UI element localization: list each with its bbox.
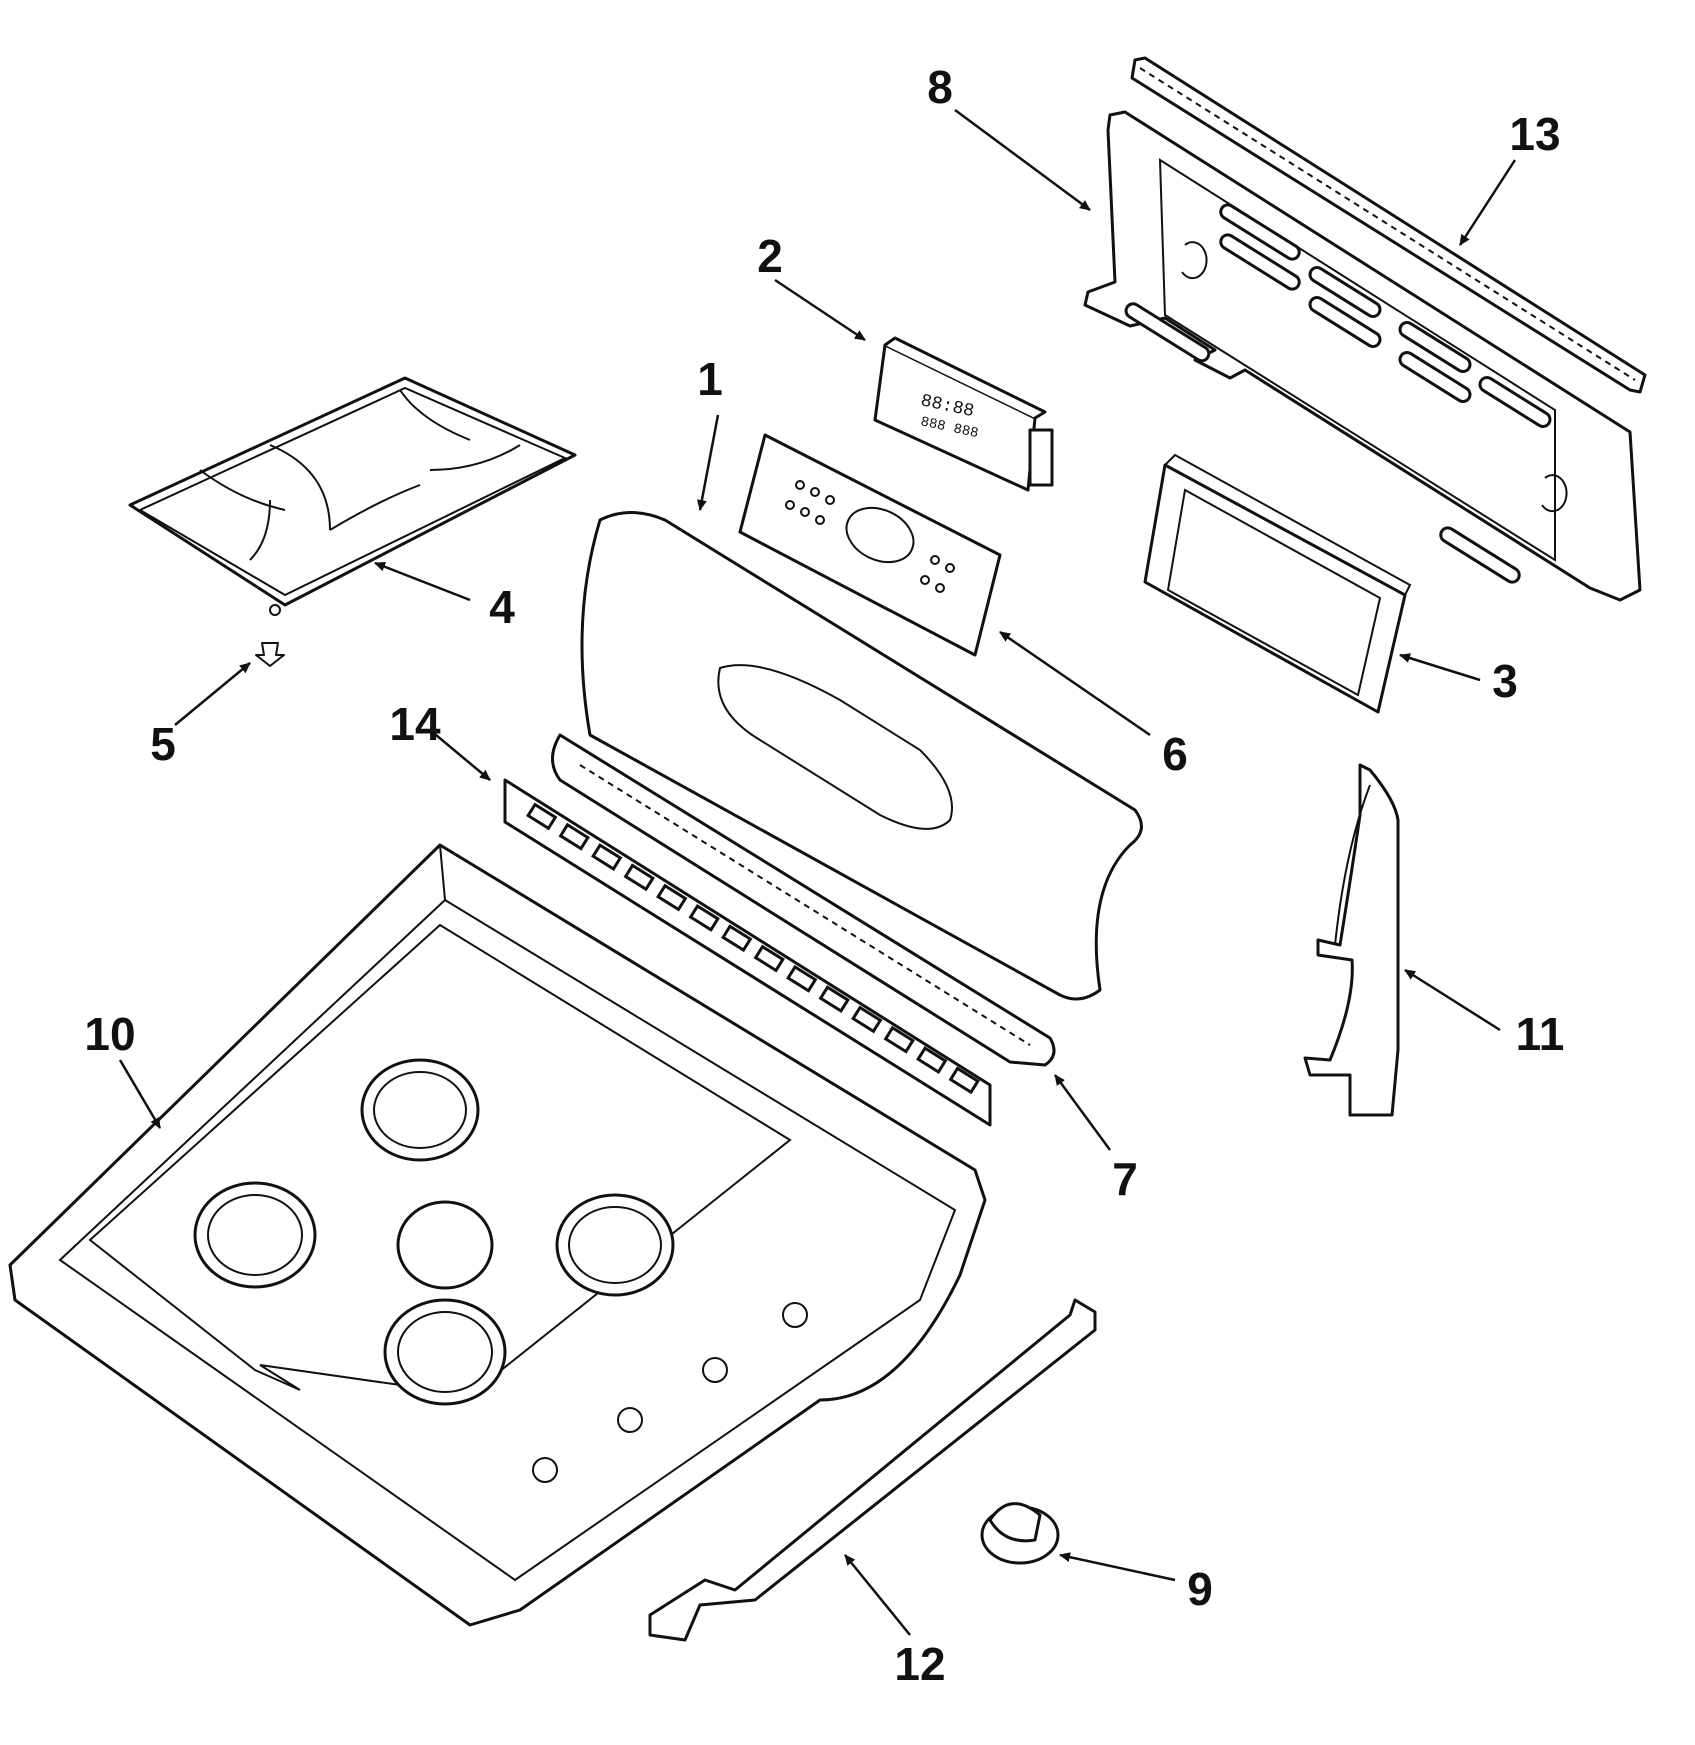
part-1-backguard <box>580 511 1143 1001</box>
vent-opening <box>656 883 688 912</box>
callout-7: 7 <box>1112 1153 1138 1205</box>
callout-leaders <box>118 108 1517 1636</box>
callout-14: 14 <box>389 698 441 750</box>
callout-1: 1 <box>697 353 723 405</box>
part-4-grate <box>128 376 577 616</box>
part-9-knob <box>980 1502 1060 1565</box>
callout-6: 6 <box>1162 728 1188 780</box>
part-12-front-rail <box>648 1298 1097 1642</box>
callout-13: 13 <box>1509 108 1560 160</box>
callout-5: 5 <box>150 718 176 770</box>
callout-8: 8 <box>927 61 953 113</box>
vent-opening <box>851 1005 883 1034</box>
vent-opening <box>786 964 818 993</box>
vent-opening <box>753 944 785 973</box>
part-10-cooktop <box>8 843 987 1627</box>
part-2-electronic-control: 88:88 888 888 <box>873 336 1054 492</box>
part-6-control-overlay <box>738 433 1002 657</box>
callout-2: 2 <box>757 230 783 282</box>
callout-9: 9 <box>1187 1563 1213 1615</box>
callout-4: 4 <box>489 581 515 633</box>
callout-11: 11 <box>1516 1008 1565 1060</box>
vent-opening <box>818 985 850 1014</box>
vent-opening <box>916 1046 948 1074</box>
callout-12: 12 <box>894 1638 945 1690</box>
vent-opening <box>883 1025 915 1054</box>
callout-3: 3 <box>1492 655 1518 707</box>
part-8-rear-panel <box>1083 110 1642 602</box>
part-3-display-window <box>1143 453 1412 714</box>
vent-opening <box>688 903 720 932</box>
vent-opening <box>721 924 753 953</box>
part-5-grommet <box>255 642 285 667</box>
vent-opening <box>526 802 558 831</box>
callout-labels: 1 2 3 4 5 6 7 8 9 10 11 12 13 14 <box>84 61 1564 1690</box>
vent-opening <box>558 822 590 851</box>
part-14-vent-trim <box>503 778 992 1127</box>
callout-10: 10 <box>84 1008 135 1060</box>
part-13-top-trim <box>1130 56 1647 394</box>
vent-opening <box>623 863 655 892</box>
vent-opening <box>591 843 623 871</box>
vent-opening <box>948 1066 980 1095</box>
part-11-side-trim <box>1303 763 1400 1117</box>
part-7-rear-channel <box>551 733 1056 1067</box>
